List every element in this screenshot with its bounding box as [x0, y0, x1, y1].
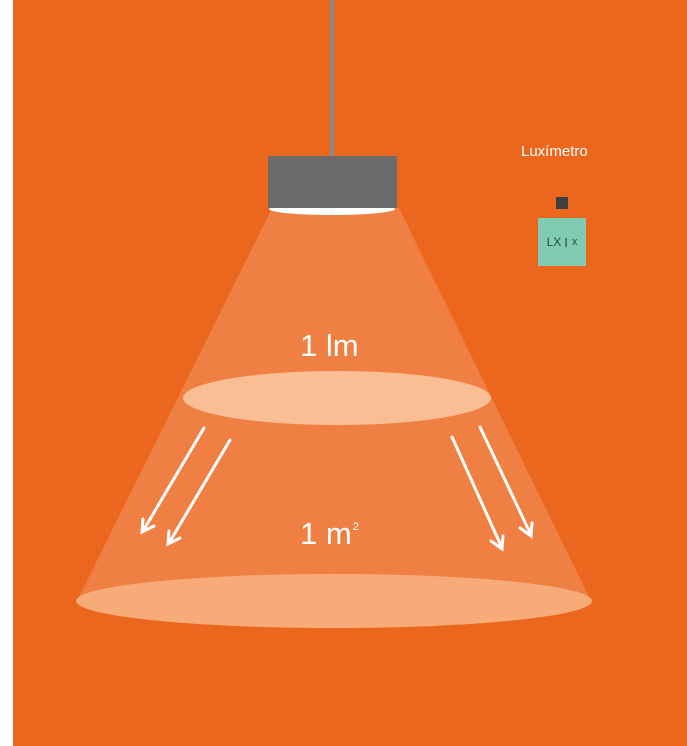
area-value: 1 m	[300, 516, 352, 551]
pendant-lamp-icon	[268, 156, 397, 215]
luxmeter-sensor	[556, 197, 568, 209]
luxmeter-display-text-3: x	[572, 236, 578, 248]
lower-light-plane	[76, 574, 592, 628]
lumen-label: 1 lm	[300, 328, 359, 364]
luxmeter-display-text-1: LX	[547, 235, 562, 249]
upper-light-plane	[183, 371, 491, 425]
area-label: 1 m2	[300, 516, 359, 552]
area-exponent: 2	[353, 521, 359, 533]
luxmeter-device: LX I x	[538, 218, 586, 266]
luxmeter-display-text-2: I	[564, 235, 568, 250]
luxmeter-title: Luxímetro	[521, 143, 588, 160]
lamp-rod	[330, 0, 334, 157]
